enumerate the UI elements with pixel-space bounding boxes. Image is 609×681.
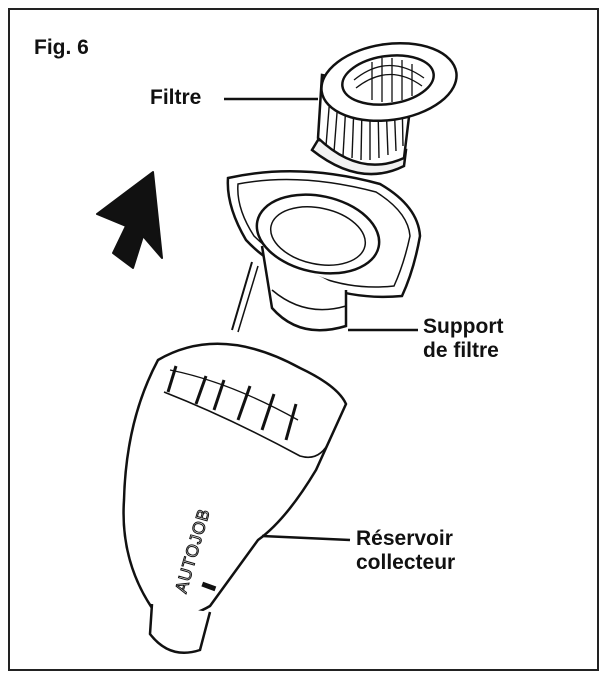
callout-container-line1: Réservoir <box>356 527 453 550</box>
filter-drawing <box>310 41 458 176</box>
callout-container-line2: collecteur <box>356 551 456 575</box>
dust-container-drawing <box>122 342 348 654</box>
callout-container: Réservoir collecteur <box>356 527 455 575</box>
callout-filter: Filtre <box>150 86 202 109</box>
filter-holder-drawing <box>226 170 422 333</box>
callout-filter-holder-line2: de filtre <box>423 339 499 363</box>
callout-filter-holder: Support de filtre <box>423 315 503 363</box>
direction-arrow-icon <box>96 171 163 269</box>
callout-filter-holder-line1: Support <box>423 315 504 338</box>
figure-frame <box>8 8 599 671</box>
callout-leader-lines <box>224 97 418 542</box>
figure-label: Fig. 6 <box>34 36 89 59</box>
